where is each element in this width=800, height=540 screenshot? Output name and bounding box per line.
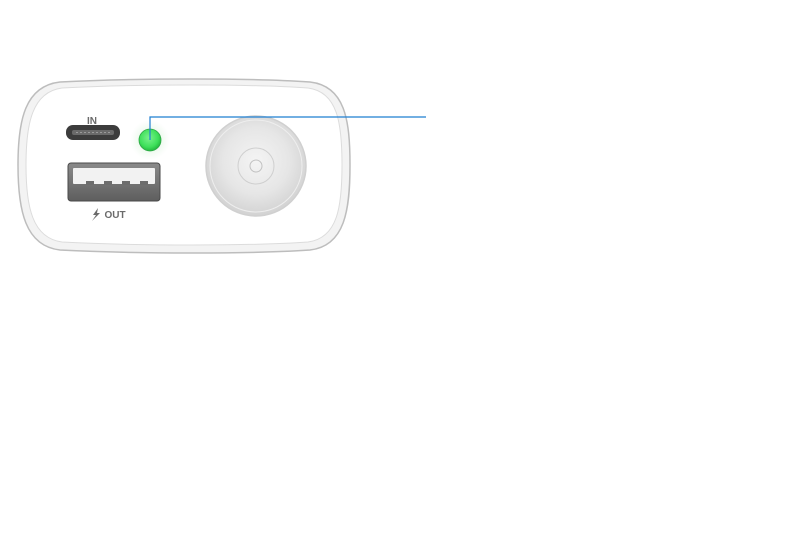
out-label: OUT xyxy=(104,210,125,221)
usb-a-out-port xyxy=(67,162,161,202)
power-button-center-icon xyxy=(249,159,263,173)
lightning-bolt-icon xyxy=(92,208,100,221)
out-label-group: OUT xyxy=(92,208,126,221)
led-callout-line xyxy=(149,116,426,140)
in-label: IN xyxy=(87,116,97,127)
micro-usb-in-port xyxy=(66,125,120,140)
power-button[interactable] xyxy=(205,115,307,217)
